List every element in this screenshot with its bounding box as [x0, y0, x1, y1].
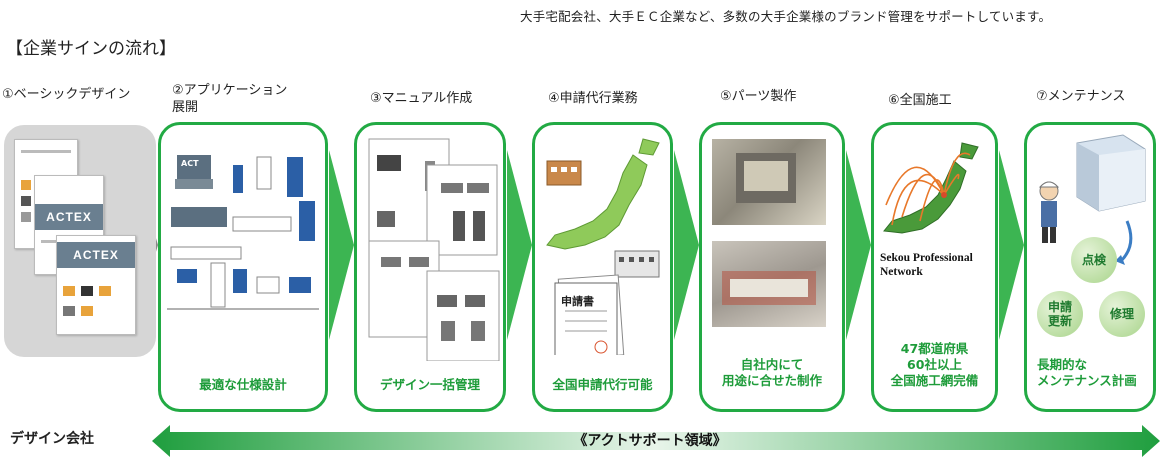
step-4-card: 申請書 全国申請代行可能 [532, 122, 673, 412]
step-4-label: ④申請代行業務 [548, 91, 638, 106]
actex-logo-2: ACTEX [57, 242, 135, 268]
page-title: 【企業サインの流れ】 [6, 39, 176, 59]
step-7-card: 点検 申請 更新 修理 長期的な メンテナンス計画 [1024, 122, 1156, 412]
sign-variations-image [167, 155, 319, 310]
support-domain-label: 《アクトサポート領域》 [573, 433, 727, 449]
design-sheet-front: ACTEX [56, 235, 136, 335]
application-form-text: 申請書 [561, 295, 594, 308]
step-6-caption: 47都道府県 60社以上 全国施工網完備 [890, 341, 979, 388]
tagline: 大手宅配会社、大手ＥＣ企業など、多数の大手企業様のブランド管理をサポートしていま… [520, 9, 1052, 24]
act-logo-small: ACT [181, 159, 199, 168]
cycle-repair: 修理 [1099, 291, 1145, 337]
step-2-card: ACT 最適な仕様設計 [158, 122, 328, 412]
step-2-caption: 最適な仕様設計 [199, 377, 287, 392]
step-5-card: 自社内にて 用途に合せた制作 [699, 122, 845, 412]
step-6-card: Sekou Professional Network 47都道府県 60社以上 … [871, 122, 998, 412]
arrow-4 [674, 150, 699, 340]
arrow-6 [999, 150, 1024, 340]
maintenance-image [1038, 134, 1146, 265]
actex-logo: ACTEX [35, 204, 103, 230]
arrow-3 [507, 150, 532, 340]
cycle-inspection: 点検 [1071, 237, 1117, 283]
arrow-5 [846, 150, 871, 340]
manual-pages-image [368, 138, 500, 361]
step-4-caption: 全国申請代行可能 [552, 377, 653, 392]
step-3-label: ③マニュアル作成 [370, 91, 473, 106]
support-domain-arrow [152, 425, 1160, 457]
step-6-label: ⑥全国施工 [888, 93, 952, 108]
step-5-caption: 自社内にて 用途に合せた制作 [721, 357, 822, 388]
factory-machine-photo [712, 139, 826, 225]
step-7-caption: 長期的な メンテナンス計画 [1037, 357, 1137, 388]
step-1-card: ACTEX ACTEX [4, 125, 156, 357]
cycle-renewal: 申請 更新 [1037, 291, 1083, 337]
step-5-label: ⑤パーツ製作 [720, 89, 797, 104]
step-3-caption: デザイン一括管理 [379, 377, 480, 392]
design-company-label: デザイン会社 [10, 431, 94, 447]
arrow-2 [329, 150, 354, 340]
step-7-label: ⑦メンテナンス [1036, 89, 1126, 104]
step-2-label: ②アプリケーション 展開 [172, 83, 288, 115]
network-map-image [883, 142, 979, 234]
factory-line-photo [712, 241, 826, 327]
network-name-text: Sekou Professional Network [880, 252, 973, 278]
step-1-label: ①ベーシックデザイン [2, 87, 131, 102]
step-3-card: デザイン一括管理 [354, 122, 506, 412]
japan-map-image [546, 138, 660, 355]
